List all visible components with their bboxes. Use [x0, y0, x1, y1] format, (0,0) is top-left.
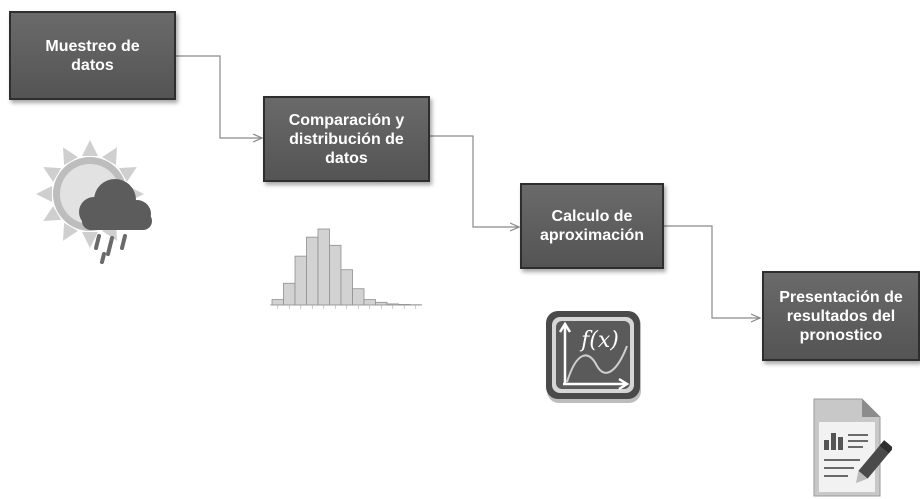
histogram-icon — [270, 228, 422, 309]
histogram-bar — [375, 301, 388, 306]
sun-ray — [118, 167, 137, 182]
step-label-approximation: Calculo de aproximación — [539, 208, 645, 244]
step-box-data-comparison: Comparación y distribución de datos — [263, 96, 430, 182]
histogram-bar — [352, 288, 365, 306]
histogram-bar — [317, 228, 330, 306]
step-box-data-sampling: Muestreo de datos — [9, 11, 176, 100]
step-label-forecast-results: Presentación de resultados del pronostic… — [779, 288, 903, 344]
histogram-bar — [271, 299, 284, 306]
sun-ray — [36, 186, 52, 202]
connector-2-3 — [430, 135, 519, 227]
histogram-bar — [306, 236, 319, 306]
sun-ray — [63, 147, 78, 166]
sun-ray — [82, 140, 98, 156]
connector-1-2 — [176, 55, 262, 138]
histogram-bar — [363, 299, 376, 306]
histogram-bar — [340, 269, 353, 306]
weather-sun-cloud-rain-icon — [36, 140, 152, 264]
sun-ray — [102, 147, 117, 166]
histogram-bar — [294, 255, 307, 306]
histogram-bar — [329, 244, 342, 306]
sun-ray — [43, 206, 62, 221]
step-box-forecast-results: Presentación de resultados del pronostic… — [762, 271, 920, 361]
sun-ray — [43, 167, 62, 182]
connector-3-4 — [664, 225, 760, 318]
sun-ray — [63, 222, 78, 241]
function-icon-label: f(x) — [579, 328, 619, 353]
step-label-data-sampling: Muestreo de datos — [45, 37, 140, 74]
histogram-bar — [283, 282, 296, 306]
step-label-data-comparison: Comparación y distribución de datos — [288, 111, 405, 167]
step-box-approximation: Calculo de aproximación — [520, 183, 664, 269]
report-document-icon — [813, 398, 892, 497]
sun-ray — [82, 232, 98, 248]
function-graph-icon: f(x) — [546, 311, 641, 403]
